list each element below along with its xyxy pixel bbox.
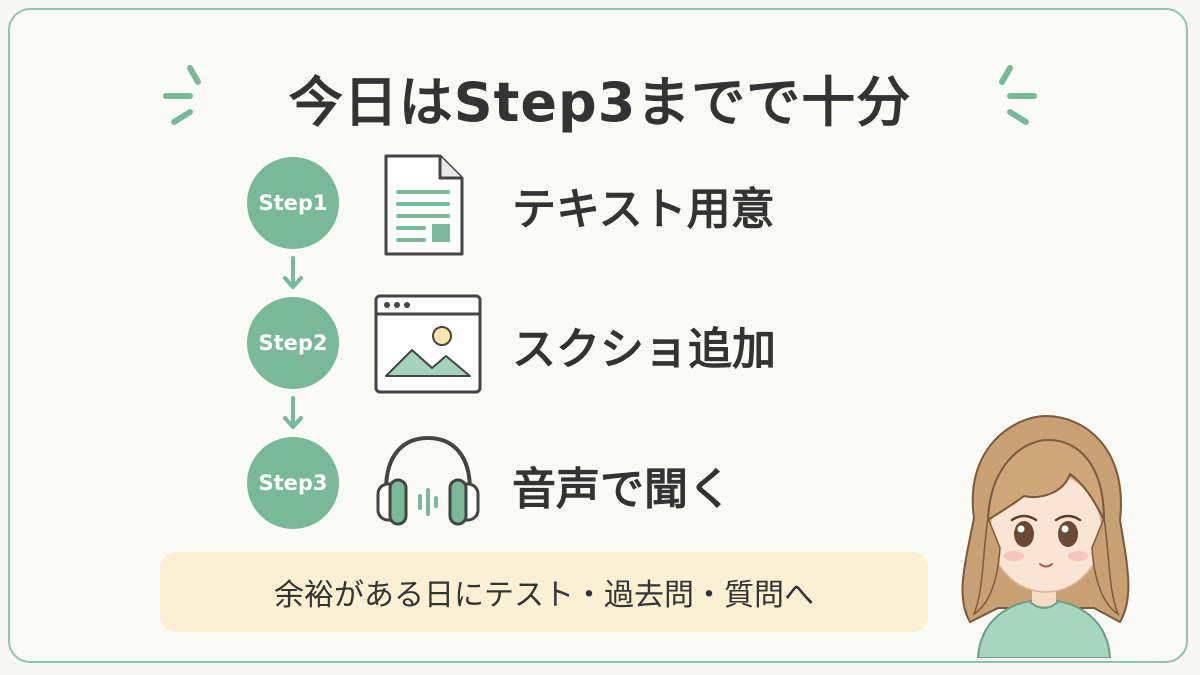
sparkle-left-icon [163,65,201,125]
girl-avatar-icon [961,414,1130,658]
footer-note: 余裕がある日にテスト・過去問・質問へ [160,552,928,632]
headphones-icon [376,435,480,526]
step-label-3: 音声で聞く [512,464,732,515]
step-label-1: テキスト用意 [512,184,775,235]
arrow-down-icon [283,396,303,429]
step-badge-1: Step1 [247,157,339,249]
arrow-down-icon [283,256,303,289]
page-title: 今日はStep3までで十分 [288,71,912,134]
document-icon [384,154,464,256]
sparkle-right-icon [999,65,1037,125]
step-label-2: スクショ追加 [512,324,776,375]
step-badge-3: Step3 [247,437,339,529]
step-badge-2: Step2 [247,297,339,389]
screenshot-image-icon [374,294,482,394]
